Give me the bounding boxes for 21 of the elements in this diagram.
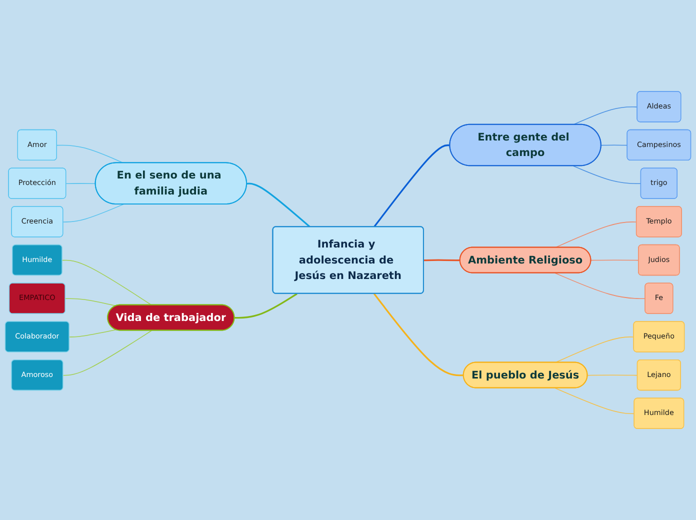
connector: [69, 329, 116, 338]
connector: [234, 293, 298, 319]
connector: [554, 388, 635, 414]
connector: [62, 330, 152, 376]
connector: [587, 374, 638, 376]
connector: [62, 260, 152, 306]
connector: [65, 298, 116, 306]
connector: [373, 293, 464, 376]
connector: [424, 259, 460, 262]
connector: [554, 336, 634, 363]
connector: [554, 222, 637, 248]
connector: [246, 182, 310, 228]
connector: [373, 144, 450, 228]
connector: [66, 183, 96, 184]
connector: [56, 144, 124, 164]
connector: [573, 106, 638, 126]
connector: [62, 204, 124, 222]
connector: [554, 272, 646, 300]
connector: [590, 260, 640, 261]
connector: [600, 144, 628, 146]
connector: [573, 166, 642, 184]
